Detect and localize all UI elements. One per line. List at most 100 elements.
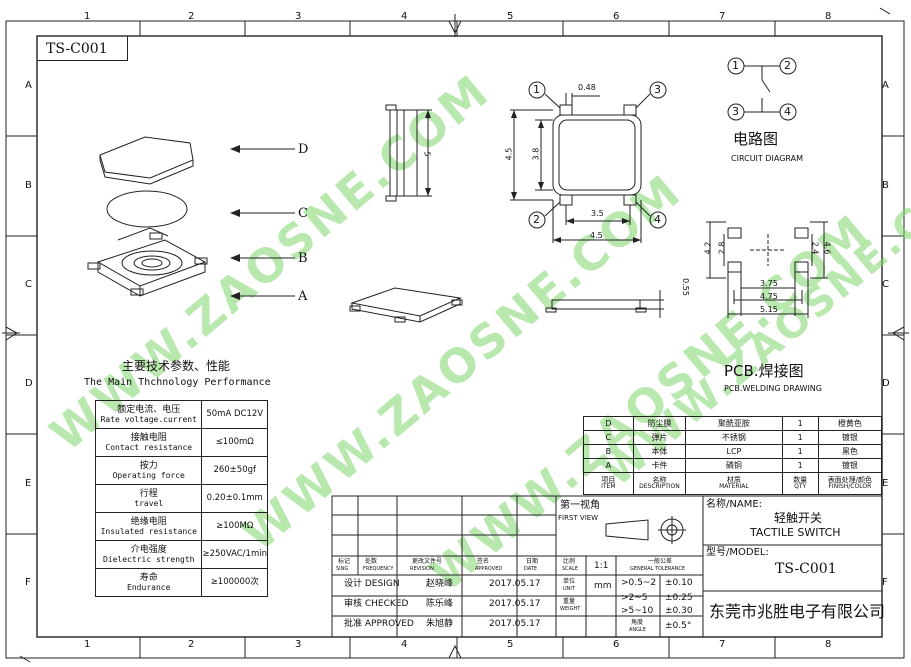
- parts-header-en: ITEM: [601, 483, 616, 491]
- tolerance-range: >5~10: [621, 606, 654, 616]
- circuit-pin-3: 3: [732, 105, 739, 118]
- parts-header-en: DESCRIPTION: [639, 483, 680, 491]
- scale-label-cn: 比例: [563, 558, 576, 565]
- performance-value: ≥250VAC/1min: [201, 540, 268, 569]
- grid-col-label: 1: [84, 639, 91, 650]
- pin-2-label: 2: [533, 213, 540, 226]
- grid-col-label: 4: [401, 11, 408, 22]
- performance-value: 260±50gf: [201, 456, 268, 485]
- parts-header-en: QTY: [794, 483, 807, 491]
- dim-pad-pitch: 3.5: [591, 209, 604, 218]
- performance-title-en: The Main Thchnology Performance: [84, 377, 271, 388]
- signoff-name: 赵晓峰: [426, 579, 454, 589]
- performance-label-en: Rate voltage.current: [100, 415, 197, 425]
- scale-label-en: SCALE: [562, 566, 579, 572]
- tolerance-label-en: GENERAL TOLERANCE: [630, 566, 686, 572]
- revision-header-cn: 日期: [526, 558, 539, 565]
- signoff-role: 审核 CHECKED: [344, 599, 409, 609]
- performance-label-cn: 绝缘电阻: [130, 516, 167, 527]
- performance-label-en: Insulated resistance: [100, 527, 197, 537]
- name-label: 名称/NAME:: [706, 499, 763, 510]
- grid-col-label: 2: [188, 639, 195, 650]
- scale-value: 1:1: [594, 561, 609, 571]
- grid-col-label: 7: [719, 11, 726, 22]
- grid-row-label: F: [25, 577, 31, 588]
- grid-col-label: 1: [84, 11, 91, 22]
- exploded-label-c: C: [298, 206, 308, 221]
- performance-value: ≥100000次: [201, 568, 268, 597]
- performance-label-en: Contact resistance: [105, 443, 193, 453]
- pin-1-label: 1: [533, 83, 540, 96]
- company-name: 东莞市兆胜电子有限公司: [709, 602, 886, 621]
- pcb-title-cn: PCB.焊接图: [724, 362, 804, 380]
- grid-col-label: 8: [825, 11, 832, 22]
- product-en: TACTILE SWITCH: [750, 526, 841, 539]
- grid-row-label: C: [882, 279, 889, 290]
- performance-label-en: Endurance: [127, 583, 171, 593]
- tolerance-value: ±0.30: [665, 606, 693, 616]
- performance-value: ≤100mΩ: [201, 428, 268, 457]
- dim-terminal-width: 0.48: [578, 83, 596, 92]
- tolerance-value: ±0.10: [665, 578, 693, 588]
- pcb-dim-w1: 3.75: [760, 279, 778, 288]
- revision-header-en: DATE: [524, 566, 538, 572]
- tolerance-range: >2~5: [621, 593, 648, 603]
- circuit-pin-2: 2: [784, 59, 791, 72]
- grid-row-label: B: [882, 180, 889, 191]
- model-value: TS-C001: [775, 561, 837, 577]
- circuit-pin-1: 1: [732, 59, 739, 72]
- model-label: 型号/MODEL:: [706, 547, 769, 558]
- angle-label-en: ANGLE: [629, 627, 646, 633]
- grid-row-label: A: [882, 80, 889, 91]
- parts-header-cn: 材质: [726, 476, 741, 485]
- performance-label-en: Operating force: [112, 471, 185, 481]
- grid-row-label: A: [25, 80, 32, 91]
- tolerance-value: ±0.25: [665, 593, 693, 603]
- signoff-name: 陈乐峰: [426, 599, 454, 609]
- unit-value: mm: [594, 581, 612, 591]
- drawing-code: TS-C001: [46, 41, 108, 57]
- revision-header-cn: 更改文件号: [412, 558, 443, 565]
- performance-label-cn: 额定电流、电压: [117, 404, 181, 415]
- grid-col-label: 3: [295, 11, 302, 22]
- unit-label-cn: 单位: [563, 578, 576, 585]
- grid-col-label: 7: [719, 639, 726, 650]
- performance-value: ≥100MΩ: [201, 512, 268, 541]
- performance-title-cn: 主要技术参数、性能: [122, 359, 231, 373]
- angle-label-cn: 角度: [631, 619, 644, 626]
- grid-row-label: F: [882, 577, 888, 588]
- exploded-label-a: A: [298, 289, 308, 304]
- exploded-label-d: D: [298, 142, 309, 157]
- performance-label-en: Dielectric strength: [102, 555, 195, 565]
- revision-header-cn: 签名: [477, 558, 490, 565]
- parts-header-en: FINISH/COLOR: [828, 483, 872, 491]
- signoff-date: 2017.05.17: [489, 599, 541, 609]
- weight-label-cn: 重量: [563, 598, 576, 605]
- circuit-title-cn: 电路图: [733, 130, 779, 148]
- signoff-date: 2017.05.17: [489, 579, 541, 589]
- signoff-role: 设计 DESIGN: [344, 579, 400, 589]
- circuit-pin-4: 4: [784, 105, 791, 118]
- revision-header-en: SING: [336, 566, 349, 572]
- revision-header-cn: 处数: [365, 558, 378, 565]
- tolerance-range: >0.5~2: [621, 578, 657, 588]
- revision-header-en: FREQUENCY: [363, 566, 394, 572]
- revision-header-en: REVISION: [410, 566, 434, 572]
- grid-col-label: 5: [507, 639, 514, 650]
- dim-body-width: 4.5: [590, 231, 603, 240]
- parts-header-cn: 数量: [793, 476, 808, 485]
